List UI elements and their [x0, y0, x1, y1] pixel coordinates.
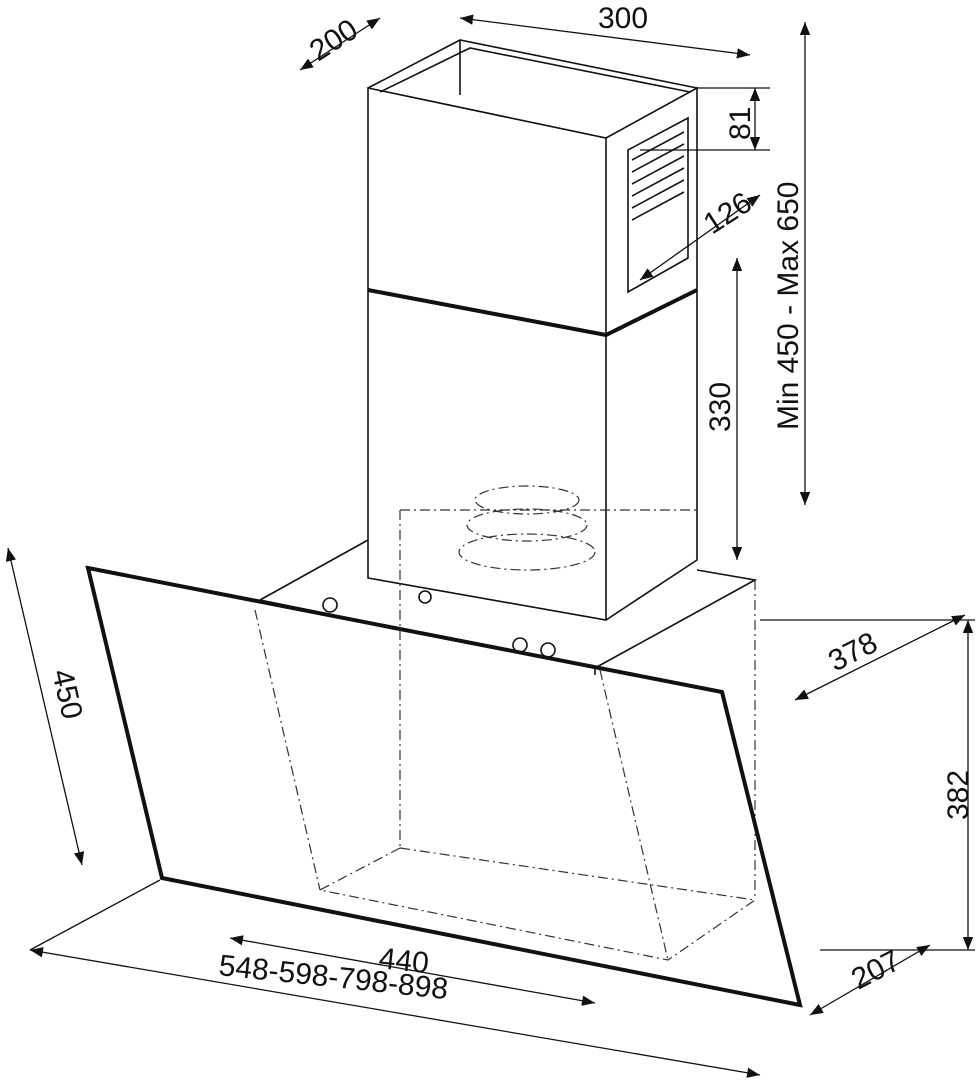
dim-81: 81: [724, 107, 757, 140]
dim-330: 330: [704, 382, 737, 432]
chimney: [367, 39, 698, 621]
dim-378: 378: [823, 626, 883, 678]
dim-200: 200: [304, 13, 364, 68]
dim-height-range: Min 450 - Max 650: [772, 182, 805, 430]
dim-382: 382: [942, 770, 975, 820]
vent-grille: [631, 131, 685, 221]
dim-450: 450: [45, 666, 88, 722]
glass-panel: [85, 565, 803, 1008]
hood-body: [254, 485, 758, 961]
dim-300: 300: [598, 2, 648, 35]
dim-440: 440: [377, 942, 430, 980]
dimension-lines: [5, 14, 975, 1078]
